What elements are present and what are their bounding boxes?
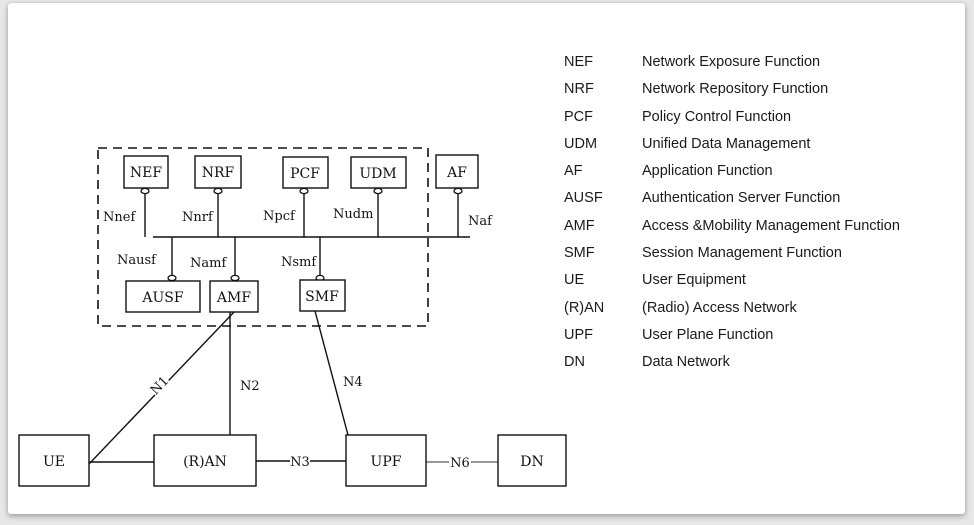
nausf-port [167,274,177,282]
pcf-label: PCF [290,166,320,182]
nef-label: NEF [130,165,162,181]
legend-abbreviation: (R)AN [564,299,605,316]
n1-label: N1 [148,374,172,399]
legend-abbreviation: AUSF [564,190,603,207]
legend-abbreviation: UE [564,272,585,289]
legend-entry: AMF Access &Mobility Management Function [564,216,900,243]
naf-label: Naf [468,214,493,229]
legend-entry: PCF Policy Control Function [564,107,900,134]
legend-entry: UE User Equipment [564,270,900,297]
legend-entry: UPF User Plane Function [564,325,900,352]
nef-box [123,155,169,189]
smf-label: SMF [305,289,339,305]
nrf-box [194,155,242,189]
legend-abbreviation: SMF [564,245,595,262]
legend-entry: UDM Unified Data Management [564,134,900,161]
upf-box [345,434,427,487]
legend-definition: Policy Control Function [642,108,792,125]
npcf-port [299,187,309,195]
ausf-label: AUSF [141,290,184,306]
legend-definition: Network Repository Function [642,81,829,98]
n3-label: N3 [290,455,310,470]
diagram-card: NEF NRF PCF UDM AF AUSF AMF SMF UE (R)AN… [8,3,965,514]
legend-entry: NEF Network Exposure Function [564,52,900,79]
legend-definition: Application Function [642,163,773,180]
amf-box [209,280,259,313]
n4-link [314,310,349,436]
nnef-label: Nnef [103,210,136,225]
legend-abbreviation: PCF [564,108,593,125]
legend-definition: (Radio) Access Network [642,299,797,316]
ue-label: UE [43,454,65,470]
ran-box [153,434,257,487]
pcf-box [282,156,329,189]
af-box [435,154,479,189]
legend-definition: Access &Mobility Management Function [642,217,900,234]
n4-label: N4 [343,375,363,390]
legend-definition: Session Management Function [642,245,842,262]
legend-abbreviation: UPF [564,326,593,343]
legend-definition: User Plane Function [642,326,774,343]
af-label: AF [446,165,467,181]
nudm-label: Nudm [333,207,373,222]
legend-abbreviation: NRF [564,81,594,98]
ue-box [18,434,90,487]
namf-port [230,274,240,282]
legend-abbreviation: DN [564,354,585,371]
upf-label: UPF [371,454,402,470]
legend-entry: DN Data Network [564,352,900,379]
nsmf-label: Nsmf [281,255,317,270]
legend-abbreviation: AF [564,163,583,180]
legend-entry: SMF Session Management Function [564,243,900,270]
legend-entry: AUSF Authentication Server Function [564,188,900,215]
nausf-label: Nausf [117,253,157,268]
n6-label: N6 [450,456,470,471]
amf-label: AMF [216,290,251,306]
legend-entry: AF Application Function [564,161,900,188]
legend-abbreviation: NEF [564,54,593,70]
npcf-label: Npcf [263,209,296,224]
legend-entry: (R)AN (Radio) Access Network [564,298,900,325]
dn-box [497,434,567,487]
nudm-port [373,187,383,195]
nnrf-port [213,187,223,195]
naf-port [453,187,463,195]
legend-abbreviation: AMF [564,217,595,234]
core-network-boundary [97,147,429,327]
nnef-port [140,187,150,195]
ausf-box [125,280,201,313]
dn-label: DN [520,454,543,470]
architecture-diagram: NEF NRF PCF UDM AF AUSF AMF SMF UE (R)AN… [18,147,567,487]
udm-label: UDM [359,166,396,182]
udm-box [350,156,407,189]
legend-definition: Unified Data Management [642,135,811,152]
legend-entry: NRF Network Repository Function [564,79,900,106]
smf-box [299,279,346,312]
namf-label: Namf [190,256,227,271]
nrf-label: NRF [202,165,235,181]
legend-abbreviation: UDM [564,135,598,152]
ran-label: (R)AN [183,454,227,470]
legend-definition: Authentication Server Function [642,190,841,207]
legend-definition: User Equipment [642,272,746,289]
n2-label: N2 [240,379,260,394]
legend-definition: Data Network [642,354,730,371]
legend-definition: Network Exposure Function [642,54,821,70]
nnrf-label: Nnrf [182,210,214,225]
